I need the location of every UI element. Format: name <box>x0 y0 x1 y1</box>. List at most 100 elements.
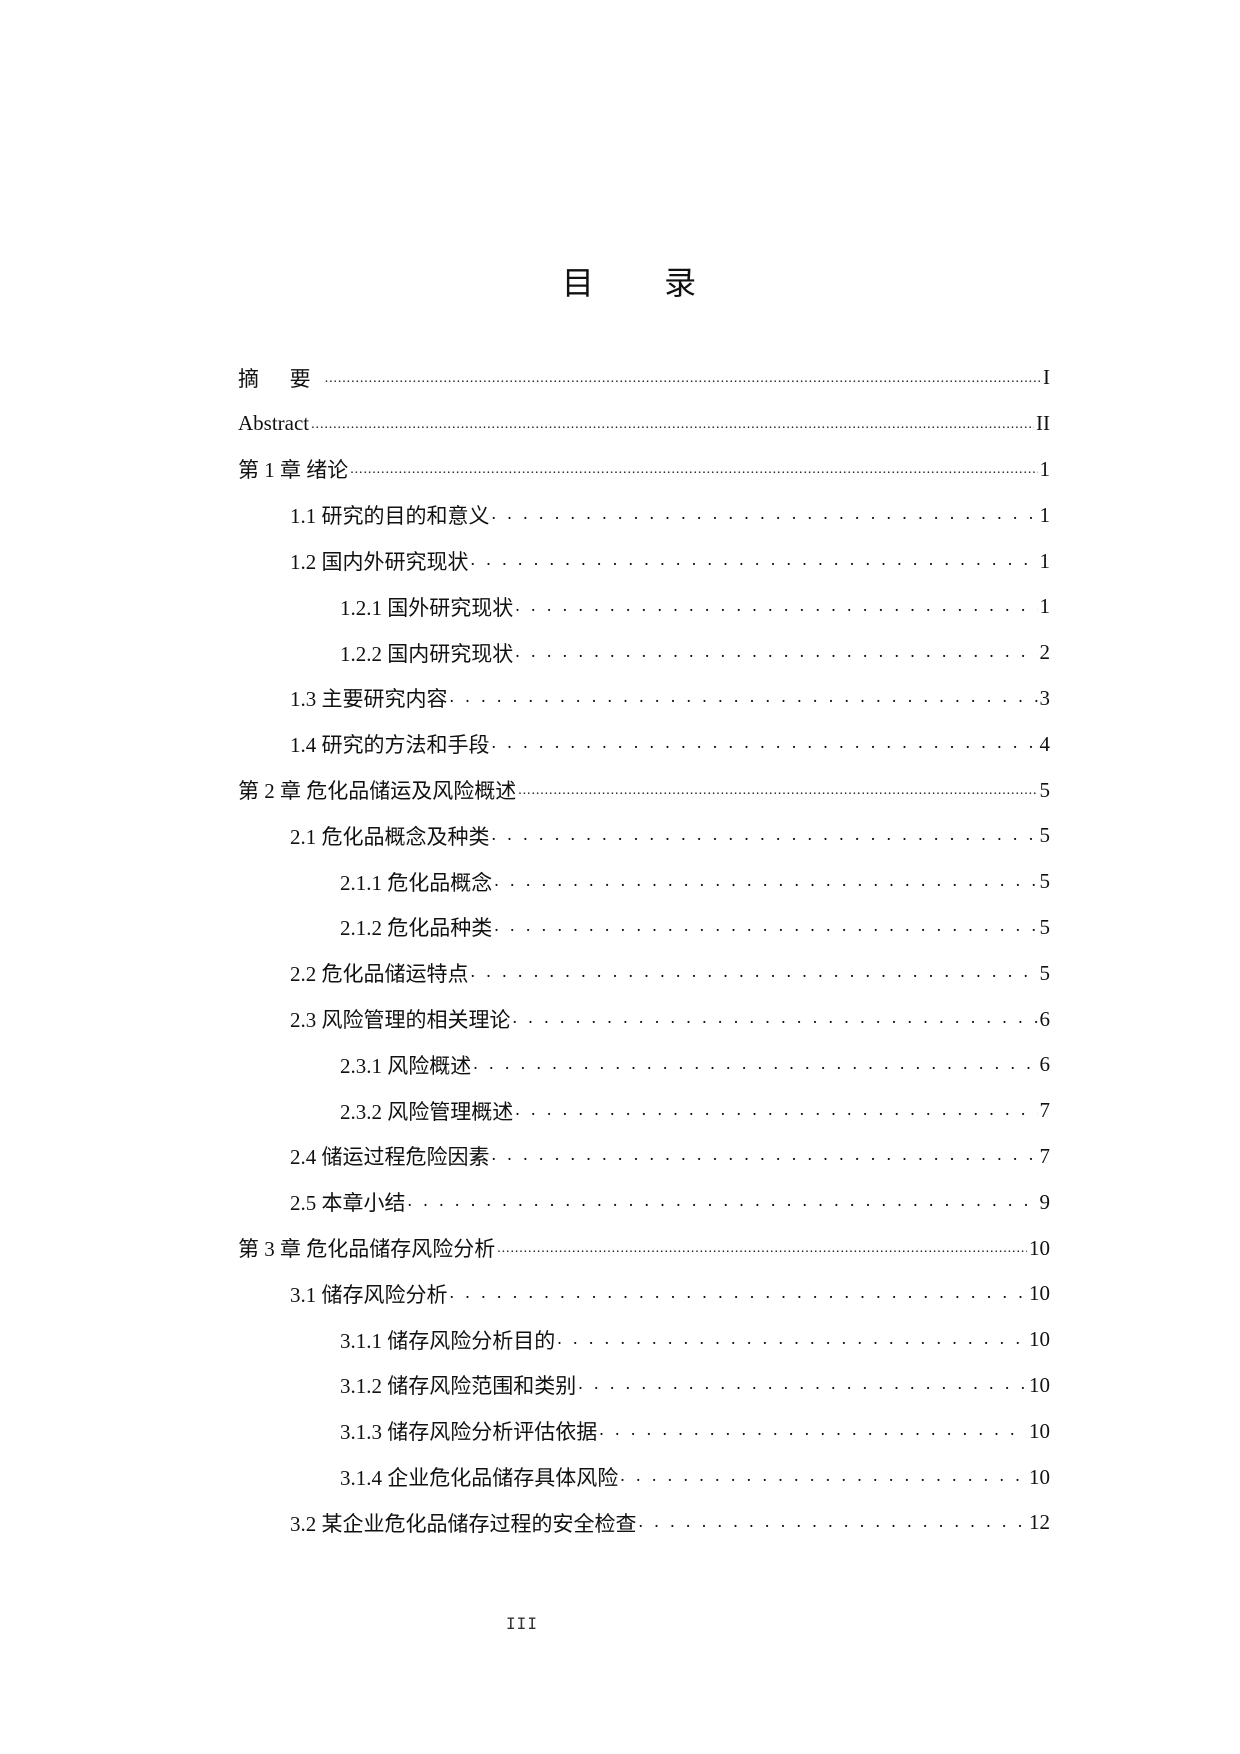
toc-entry-page: 12 <box>1029 1510 1050 1535</box>
toc-entry-page: 5 <box>1039 869 1051 894</box>
toc-entry-label: 3.1.1 储存风险分析目的 <box>238 1324 558 1355</box>
toc-entry-page: 10 <box>1029 1418 1050 1443</box>
dot-leader <box>492 824 1038 848</box>
toc-entry-chapter-3[interactable]: 第 3 章 危化品储存风险分析 10 <box>238 1225 1050 1271</box>
toc-entry-chapter-2[interactable]: 第 2 章 危化品储运及风险概述 5 <box>238 767 1050 813</box>
toc-entry-2-5[interactable]: 2.5 本章小结 9 <box>238 1179 1050 1225</box>
dot-leader <box>513 1007 1038 1031</box>
toc-entry-1-2-1[interactable]: 1.2.1 国外研究现状 1 <box>238 584 1050 630</box>
toc-entry-label: 3.1.2 储存风险范围和类别 <box>238 1370 579 1401</box>
dot-leader <box>450 686 1038 710</box>
dot-leader <box>325 366 1041 390</box>
toc-entry-3-2[interactable]: 3.2 某企业危化品储存过程的安全检查 12 <box>238 1500 1050 1546</box>
toc-entry-label: 摘 要 <box>238 362 325 393</box>
toc-entry-abstract-cn[interactable]: 摘 要 I <box>238 355 1050 401</box>
dot-leader <box>473 1053 1037 1077</box>
toc-entry-page: 2 <box>1039 640 1051 665</box>
toc-entry-label: 1.2 国内外研究现状 <box>238 546 471 577</box>
toc-entry-page: 1 <box>1039 594 1051 619</box>
toc-entry-3-1-3[interactable]: 3.1.3 储存风险分析评估依据 10 <box>238 1408 1050 1454</box>
toc-entry-page: 5 <box>1039 777 1051 802</box>
toc-entry-2-1-1[interactable]: 2.1.1 危化品概念 5 <box>238 859 1050 905</box>
toc-entry-page: 10 <box>1029 1235 1050 1260</box>
toc-entry-2-3-1[interactable]: 2.3.1 风险概述 6 <box>238 1042 1050 1088</box>
toc-entry-page: 1 <box>1039 456 1051 481</box>
toc-entry-2-3-2[interactable]: 2.3.2 风险管理概述 7 <box>238 1088 1050 1134</box>
toc-entry-1-2[interactable]: 1.2 国内外研究现状 1 <box>238 538 1050 584</box>
dot-leader <box>350 457 1037 481</box>
toc-entry-3-1[interactable]: 3.1 储存风险分析 10 <box>238 1271 1050 1317</box>
toc-entry-label: 第 1 章 绪论 <box>238 454 351 485</box>
toc-entry-1-2-2[interactable]: 1.2.2 国内研究现状 2 <box>238 630 1050 676</box>
toc-entry-label: 1.3 主要研究内容 <box>238 683 450 714</box>
toc-entry-label: 2.3.2 风险管理概述 <box>238 1095 516 1126</box>
toc-entry-label: 2.1.1 危化品概念 <box>238 866 495 897</box>
dot-leader <box>578 1373 1027 1397</box>
dot-leader <box>620 1465 1027 1489</box>
toc-entry-chapter-1[interactable]: 第 1 章 绪论 1 <box>238 447 1050 493</box>
toc-entry-page: 7 <box>1039 1098 1051 1123</box>
toc-entry-page: 10 <box>1029 1372 1050 1397</box>
toc-entry-label: 1.1 研究的目的和意义 <box>238 500 492 531</box>
toc-entry-label: 2.3 风险管理的相关理论 <box>238 1004 513 1035</box>
toc-entry-2-1-2[interactable]: 2.1.2 危化品种类 5 <box>238 905 1050 951</box>
toc-entry-label: 2.1.2 危化品种类 <box>238 912 495 943</box>
toc-entry-3-1-1[interactable]: 3.1.1 储存风险分析目的 10 <box>238 1317 1050 1363</box>
toc-entry-2-3[interactable]: 2.3 风险管理的相关理论 6 <box>238 996 1050 1042</box>
toc-entry-page: 6 <box>1039 1052 1051 1077</box>
toc-entry-page: 1 <box>1039 548 1051 573</box>
toc-entry-page: I <box>1043 365 1050 390</box>
toc-entry-page: 9 <box>1039 1189 1051 1214</box>
toc-entry-page: 5 <box>1039 960 1051 985</box>
dot-leader <box>515 641 1037 665</box>
toc-entry-2-1[interactable]: 2.1 危化品概念及种类 5 <box>238 813 1050 859</box>
dot-leader <box>471 961 1038 985</box>
dot-leader <box>492 732 1038 756</box>
toc-entry-page: 4 <box>1039 731 1051 756</box>
dot-leader <box>311 412 1034 436</box>
dot-leader <box>557 1328 1027 1352</box>
toc-entry-label: 2.3.1 风险概述 <box>238 1049 474 1080</box>
toc-entry-3-1-4[interactable]: 3.1.4 企业危化品储存具体风险 10 <box>238 1454 1050 1500</box>
toc-entry-label: 2.5 本章小结 <box>238 1187 408 1218</box>
table-of-contents: 摘 要 I Abstract II 第 1 章 绪论 1 1.1 研究的目的和意… <box>238 355 1050 1546</box>
toc-entry-label: 2.4 储运过程危险因素 <box>238 1141 492 1172</box>
toc-entry-1-4[interactable]: 1.4 研究的方法和手段 4 <box>238 721 1050 767</box>
toc-entry-1-3[interactable]: 1.3 主要研究内容 3 <box>238 676 1050 722</box>
page-title: 目 录 <box>561 264 727 302</box>
page-number-footer: III <box>506 1614 538 1633</box>
toc-entry-page: 10 <box>1029 1327 1050 1352</box>
toc-entry-page: II <box>1036 411 1050 436</box>
toc-entry-label: 第 3 章 危化品储存风险分析 <box>238 1233 498 1264</box>
toc-entry-page: 5 <box>1039 823 1051 848</box>
toc-entry-2-4[interactable]: 2.4 储运过程危险因素 7 <box>238 1134 1050 1180</box>
toc-entry-label: 3.1 储存风险分析 <box>238 1278 450 1309</box>
toc-entry-label: 1.4 研究的方法和手段 <box>238 729 492 760</box>
toc-entry-page: 7 <box>1039 1143 1051 1168</box>
toc-entry-label: 3.2 某企业危化品储存过程的安全检查 <box>238 1507 639 1538</box>
dot-leader <box>515 595 1037 619</box>
toc-entry-1-1[interactable]: 1.1 研究的目的和意义 1 <box>238 492 1050 538</box>
toc-entry-page: 5 <box>1039 914 1051 939</box>
dot-leader <box>450 1282 1028 1306</box>
dot-leader <box>494 870 1037 894</box>
toc-entry-label: 2.1 危化品概念及种类 <box>238 820 492 851</box>
toc-entry-label: 1.2.1 国外研究现状 <box>238 591 516 622</box>
toc-entry-label: Abstract <box>238 411 312 437</box>
dot-leader <box>492 1144 1038 1168</box>
dot-leader <box>515 1099 1037 1123</box>
toc-entry-page: 1 <box>1039 502 1051 527</box>
toc-entry-label: 第 2 章 危化品储运及风险概述 <box>238 775 519 806</box>
toc-entry-label: 3.1.3 储存风险分析评估依据 <box>238 1416 600 1447</box>
toc-entry-label: 3.1.4 企业危化品储存具体风险 <box>238 1462 621 1493</box>
toc-entry-page: 10 <box>1029 1281 1050 1306</box>
dot-leader <box>494 915 1037 939</box>
toc-entry-page: 10 <box>1029 1464 1050 1489</box>
toc-entry-2-2[interactable]: 2.2 危化品储运特点 5 <box>238 950 1050 996</box>
toc-entry-abstract-en[interactable]: Abstract II <box>238 401 1050 447</box>
dot-leader <box>599 1419 1027 1443</box>
dot-leader <box>408 1190 1038 1214</box>
dot-leader <box>492 503 1038 527</box>
toc-entry-label: 1.2.2 国内研究现状 <box>238 637 516 668</box>
toc-entry-3-1-2[interactable]: 3.1.2 储存风险范围和类别 10 <box>238 1363 1050 1409</box>
